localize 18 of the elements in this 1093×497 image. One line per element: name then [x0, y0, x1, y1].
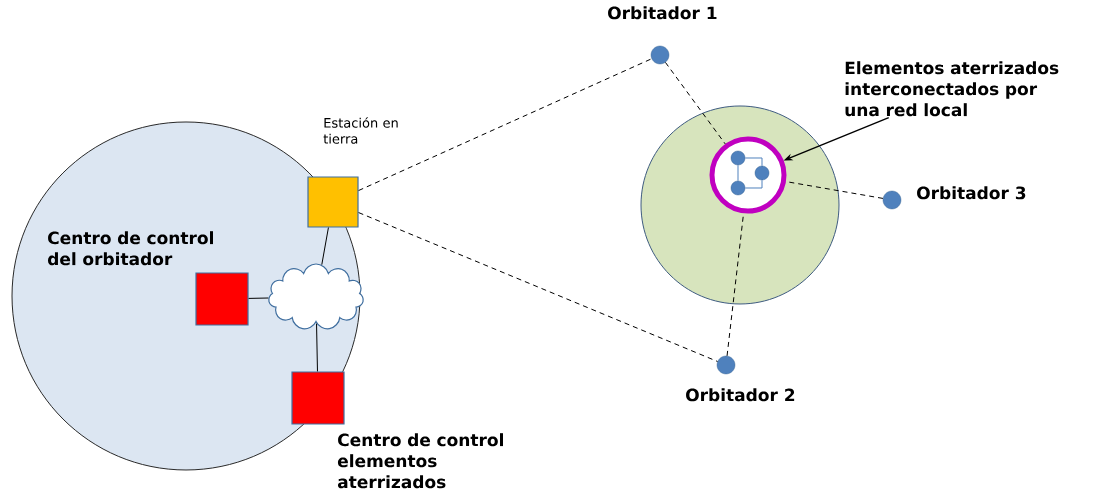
- node-label: Orbitador 2: [686, 388, 795, 402]
- node-label: Centro de control elementos aterrizados: [337, 433, 503, 489]
- node-label: Estación en tierra: [323, 117, 398, 144]
- dashed-link: [664, 61, 726, 145]
- connector-line: [744, 179, 763, 189]
- landed-element-dot: [730, 180, 746, 196]
- landed-element-dot: [754, 165, 770, 181]
- connector-line: [744, 157, 763, 167]
- node-label: Centro de control del orbitador: [48, 231, 213, 266]
- dashed-link: [358, 212, 718, 362]
- node-label: Orbitador 1: [608, 6, 717, 20]
- landed-element-dot: [730, 150, 746, 166]
- connector-line: [321, 227, 329, 266]
- network-cloud: [268, 263, 364, 330]
- connector-line: [737, 164, 739, 182]
- node-label: Orbitador 3: [917, 186, 1026, 200]
- connector-line: [248, 297, 269, 299]
- callout-text: Elementos aterrizados interconectados por una red local: [845, 61, 1059, 117]
